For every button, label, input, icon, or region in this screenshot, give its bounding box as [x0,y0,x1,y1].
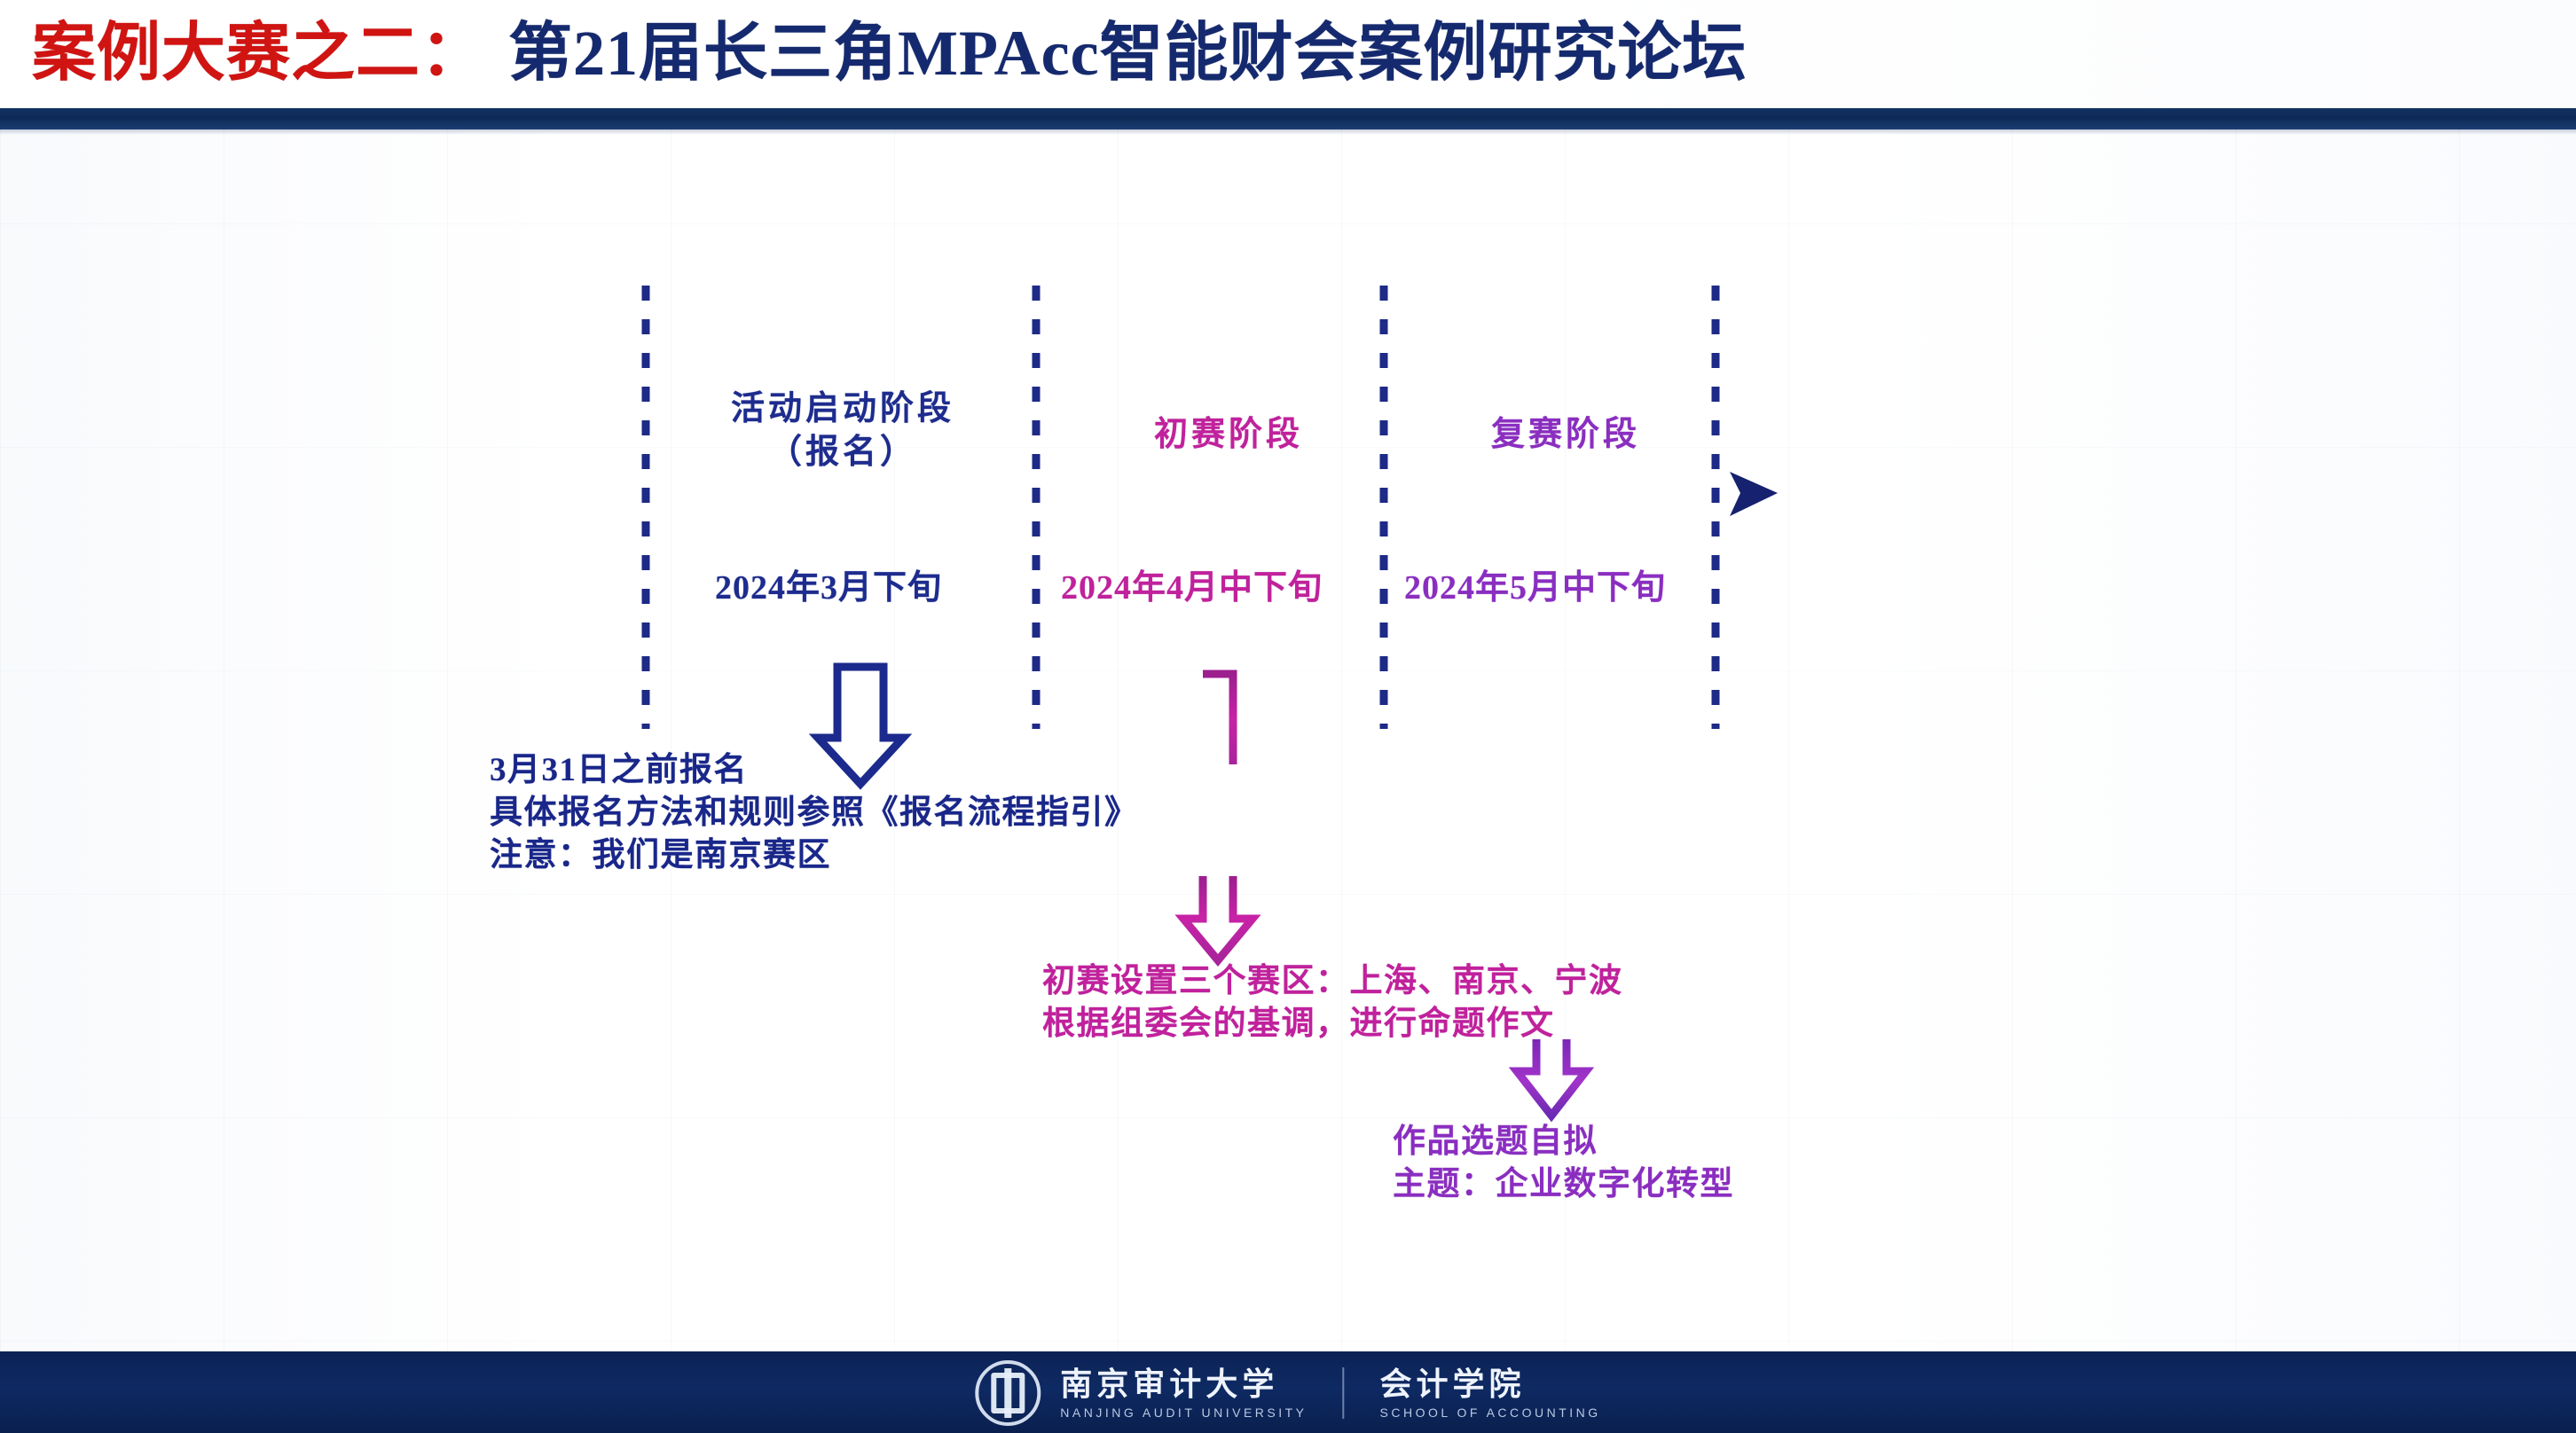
annotation-registration-line-1: 3月31日之前报名 [490,752,748,788]
phase-title-1: 活动启动阶段 （报名） [710,388,976,475]
phase-title-2: 初赛阶段 [1131,413,1326,457]
phase-date-1: 2024年3月下旬 [715,569,943,607]
annotation-registration-line-2: 具体报名方法和规则参照《报名流程指引》 [490,795,1139,832]
title-red-part: 案例大赛之二： [32,18,486,89]
brand-divider [1342,1367,1345,1419]
annotation-semifinal-line-2: 主题：企业数字化转型 [1393,1166,1734,1203]
header-rule [0,108,2576,129]
header-rule-shadow [0,129,2576,135]
phase-title-1-line1: 活动启动阶段 [730,390,954,427]
callout-arrow-semifinal [1508,670,1595,1123]
callout-arrow-preliminary-head [1174,876,1261,967]
annotation-preliminary-line-1: 初赛设置三个赛区：上海、南京、宁波 [1042,963,1623,999]
slide-footer [0,1351,2576,1433]
school-brand: 会计学院 SCHOOL OF ACCOUNTING [1380,1368,1601,1419]
footer-logo: 南京审计大学 NANJING AUDIT UNIVERSITY 会计学院 SCH… [975,1359,1600,1427]
annotation-registration-line-3: 注意：我们是南京赛区 [490,837,831,874]
university-name-en: NANJING AUDIT UNIVERSITY [1060,1405,1308,1420]
title-navy-part: 第21届长三角MPAcc智能财会案例研究论坛 [508,18,1747,89]
phase-title-3-line1: 复赛阶段 [1490,416,1640,453]
phase-title-2-line1: 初赛阶段 [1153,416,1303,453]
university-name-cn: 南京审计大学 [1060,1366,1279,1402]
university-brand: 南京审计大学 NANJING AUDIT UNIVERSITY [1060,1368,1307,1419]
annotation-semifinal-line-1: 作品选题自拟 [1393,1124,1598,1160]
annotation-registration: 3月31日之前报名 具体报名方法和规则参照《报名流程指引》 注意：我们是南京赛区 [490,749,1139,877]
university-seal-icon [975,1360,1041,1426]
phase-title-1-line2: （报名） [767,434,917,472]
phase-date-3: 2024年5月中下旬 [1404,569,1667,607]
phase-divider-group [641,286,1720,729]
annotation-preliminary: 初赛设置三个赛区：上海、南京、宁波 根据组委会的基调，进行命题作文 [1042,960,1623,1045]
phase-title-3: 复赛阶段 [1468,413,1663,457]
school-name-cn: 会计学院 [1379,1366,1526,1402]
phase-date-2: 2024年4月中下旬 [1061,569,1323,607]
callout-arrow-preliminary-stem [1198,670,1237,764]
school-name-en: SCHOOL OF ACCOUNTING [1379,1405,1601,1420]
annotation-semifinal: 作品选题自拟 主题：企业数字化转型 [1393,1121,1734,1206]
annotation-preliminary-line-2: 根据组委会的基调，进行命题作文 [1042,1006,1555,1043]
page-title: 案例大赛之二： 第21届长三角MPAcc智能财会案例研究论坛 [32,4,1747,103]
slide-header: 案例大赛之二： 第21届长三角MPAcc智能财会案例研究论坛 [0,0,2576,108]
timeline-axis-arrow [615,472,1778,516]
